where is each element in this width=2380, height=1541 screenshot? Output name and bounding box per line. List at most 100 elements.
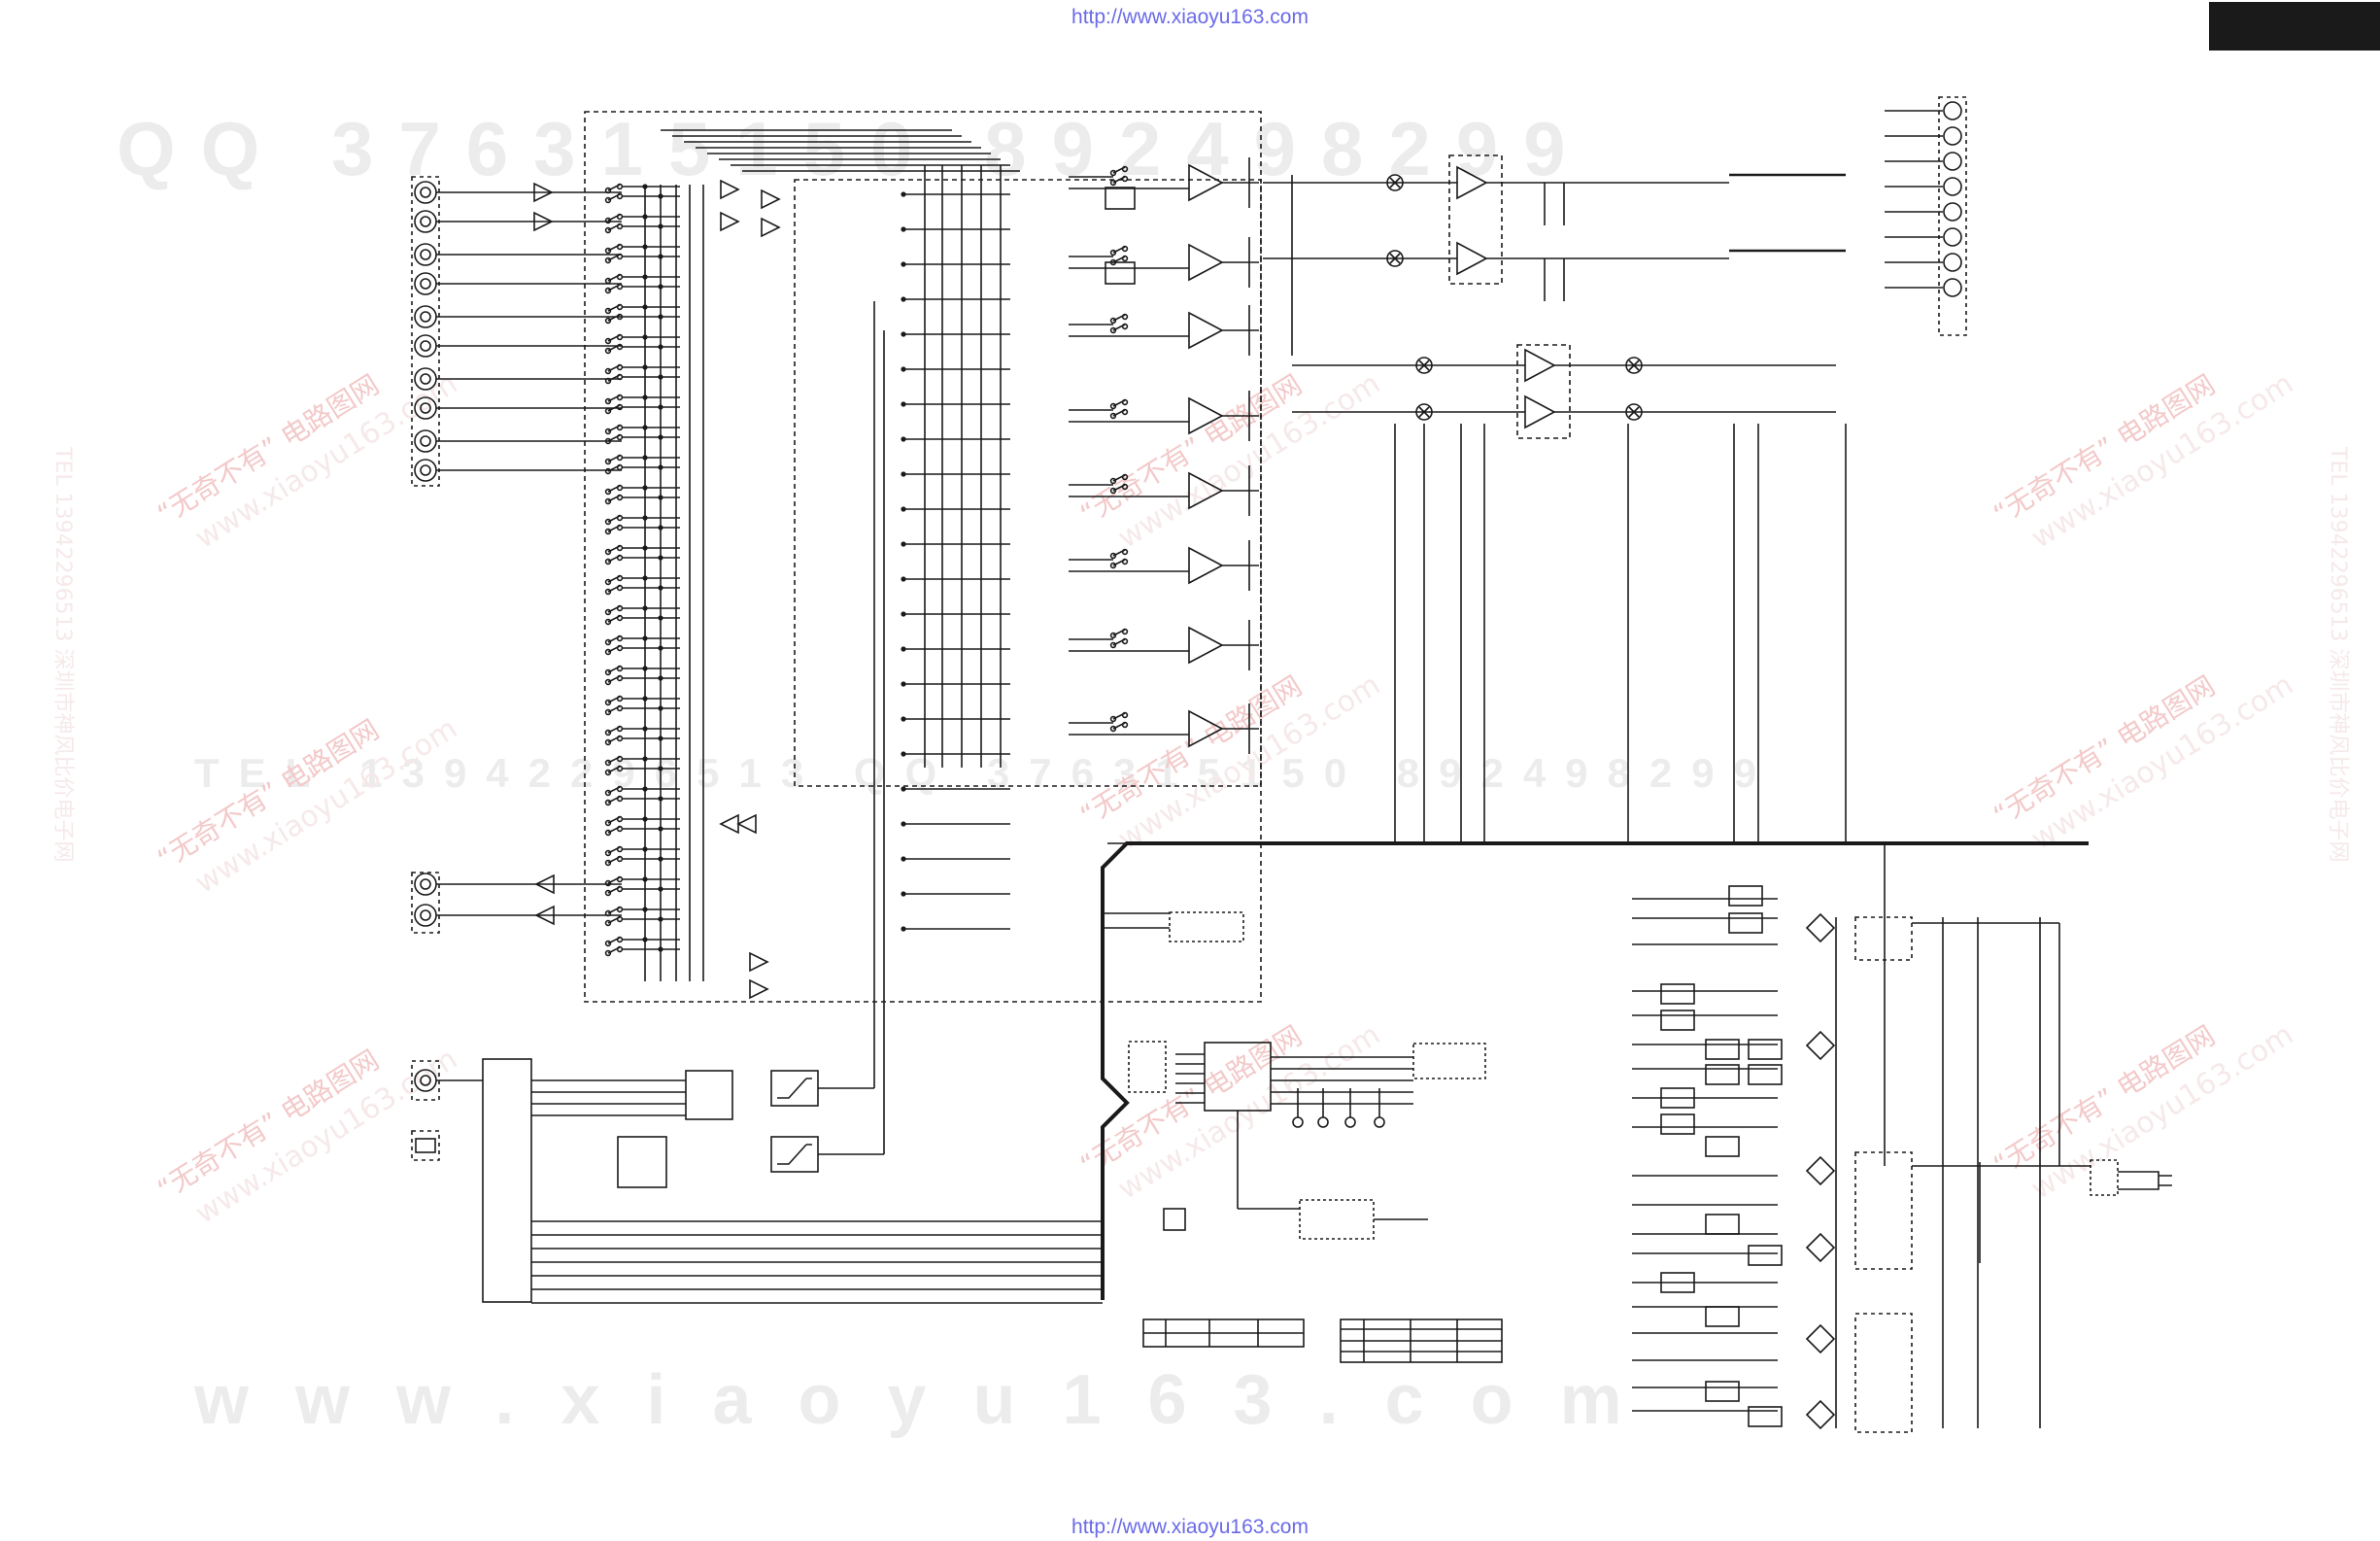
switch-contact [604,648,612,656]
footer-url[interactable]: http://www.xiaoyu163.com [1071,1516,1309,1538]
transformer-2 [1854,1151,1913,1270]
switch-contact [604,497,612,505]
switch-contact [616,614,624,622]
junction-dot [658,615,663,621]
main-control-bus-thick [1101,841,2089,1300]
junction-dot [658,886,663,892]
junction-dot [658,736,663,741]
switch-contact [616,695,624,702]
regulator-box [1660,1113,1695,1135]
switch-contact [1121,558,1129,565]
switch-contact [604,226,612,234]
switch-contact [616,574,624,582]
regulator-box [1728,885,1763,907]
switch-contact [604,859,612,867]
junction-dot [658,675,663,681]
switch-contact [1121,548,1129,556]
switch-contact [616,604,624,612]
switch-contact [1121,711,1129,719]
junction-dot [642,907,648,912]
junction-dot [901,646,906,652]
digital-receiver-block [482,1058,532,1303]
junction-dot [901,366,906,372]
junction-dot [658,645,663,651]
zone-buffer [719,813,739,835]
switch-contact [616,343,624,351]
switch-contact [616,463,624,471]
switch-contact [1109,562,1117,569]
switch-contact [616,795,624,803]
junction-dot [901,191,906,197]
switch-contact [604,428,612,435]
junction-dot [901,401,906,407]
power-amp-symbol [1456,241,1488,276]
output-rca-jack [414,873,437,896]
zone-buffer [736,813,757,835]
junction-dot [658,223,663,229]
switch-contact [616,936,624,943]
switch-contact [616,524,624,531]
junction-dot [642,786,648,792]
junction-dot [901,891,906,897]
switch-contact [604,708,612,716]
junction-dot [642,304,648,310]
switch-contact [604,638,612,646]
relay-lamp-symbol [1386,250,1404,267]
regulator-box [1705,1136,1740,1157]
watermark-tel-line: TEL 13942296513 QQ 376315150 892498299 [194,750,1776,796]
junction-dot [642,274,648,280]
speaker-terminal [1943,101,1962,120]
switch-contact [604,919,612,927]
switch-contact [604,940,612,947]
junction-dot [658,585,663,591]
switch-contact [616,584,624,592]
junction-dot [658,464,663,470]
switch-contact [1109,412,1117,420]
regulator-box [1705,1039,1740,1060]
switch-contact [604,307,612,315]
junction-dot [658,404,663,410]
switch-contact [1109,715,1117,723]
volume-ic-inner [794,179,1262,787]
relay-lamp-cross [1418,406,1430,418]
switch-contact [616,765,624,772]
switch-contact [616,735,624,742]
junction-dot [658,434,663,440]
switch-contact [1121,637,1129,645]
switch-contact [1109,552,1117,560]
junction-dot [901,296,906,302]
junction-dot [642,485,648,491]
switch-contact [616,815,624,823]
switch-contact [1109,402,1117,410]
display-connector-left [1128,1041,1167,1093]
regulator-box [1748,1245,1783,1266]
switch-contact [616,192,624,200]
rca-jack-center [420,249,431,260]
junction-dot [642,184,648,189]
switch-contact [604,317,612,325]
switch-contact [604,608,612,616]
switch-contact [616,223,624,230]
switch-contact [616,875,624,883]
output-rca-jack [414,904,437,927]
junction-dot [901,716,906,722]
junction-dot [642,394,648,400]
schematic-static [411,96,2172,1433]
switch-contact [604,458,612,465]
bridge-rectifier [1805,1323,1836,1354]
dac-switch-1-glyph [777,1078,812,1099]
switch-contact [616,273,624,281]
junction-dot [642,334,648,340]
input-rca-jack [414,210,437,233]
header-url[interactable]: http://www.xiaoyu163.com [1071,6,1309,28]
dac-switch-2 [770,1136,819,1173]
rca-jack-center [420,216,431,227]
switch-contact [616,514,624,522]
regulator-box [1705,1306,1740,1327]
rca-jack-center [420,278,431,290]
switch-contact [604,769,612,776]
switch-contact [604,829,612,837]
switch-contact [1121,721,1129,729]
input-rca-jack [414,334,437,358]
rca-jack-center [420,402,431,414]
